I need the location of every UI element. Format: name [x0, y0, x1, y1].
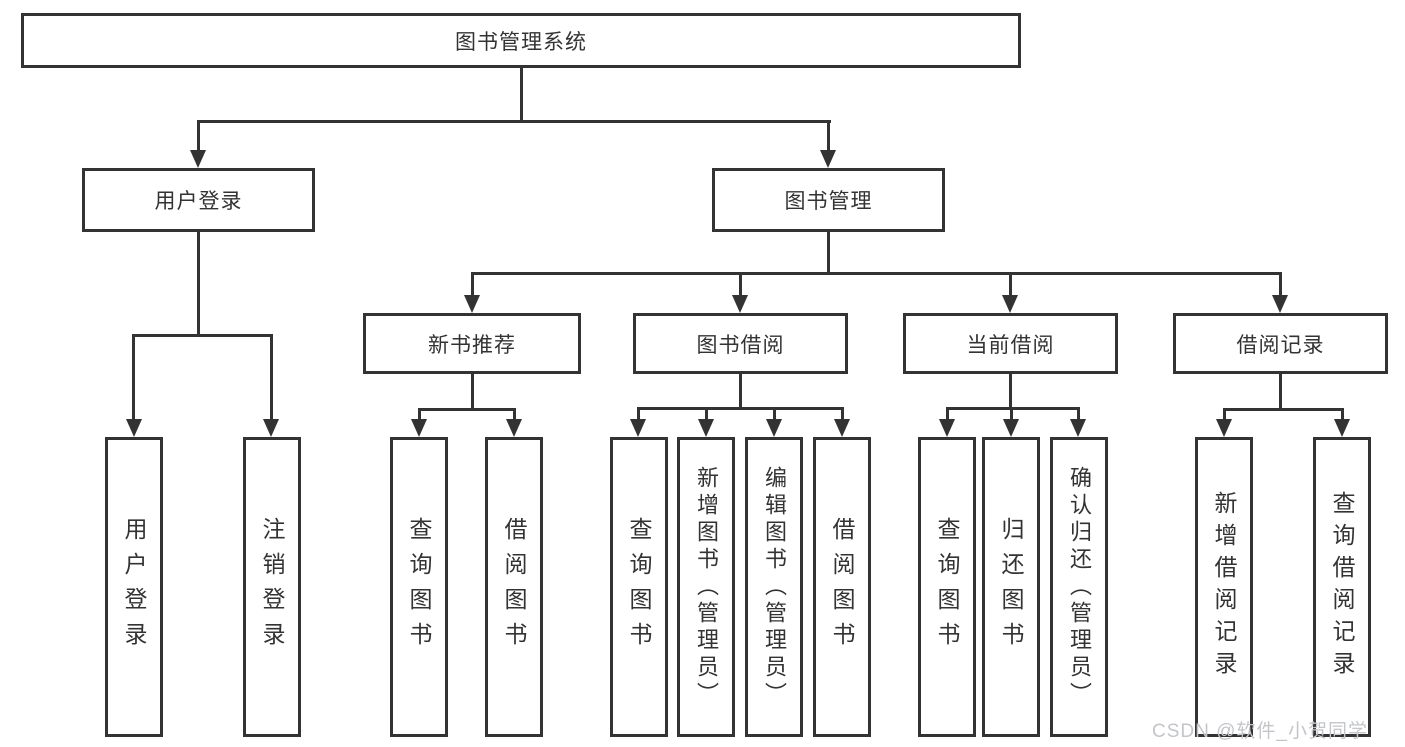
leaf-edit-books-admin: 编辑图书（管理员）: [745, 437, 803, 737]
edge-to-borrow-records: [1279, 272, 1282, 297]
arrow-to-leaf-query-record: [1334, 419, 1350, 437]
edge-to-leaf-confirm-return: [1077, 407, 1080, 421]
edge-to-leaf-edit-books: [773, 407, 776, 421]
edge-to-leaf-logout: [270, 334, 273, 421]
arrow-to-leaf-confirm-return: [1070, 419, 1086, 437]
arrow-to-borrow-records: [1272, 295, 1288, 313]
edge-borrow-records-bus: [1223, 408, 1343, 411]
arrow-to-leaf-user-login: [126, 419, 142, 437]
leaf-user-login: 用户登录: [105, 437, 163, 737]
leaf-return-books: 归还图书: [982, 437, 1040, 737]
edge-user-login-bus: [132, 334, 273, 337]
leaf-logout: 注销登录: [243, 437, 301, 737]
arrow-to-leaf-borrow-books: [834, 419, 850, 437]
leaf-add-borrow-record: 新增借阅记录: [1195, 437, 1253, 737]
edge-book-mgmt-stem: [827, 232, 830, 274]
leaf-query-books-current: 查询图书: [918, 437, 976, 737]
edge-to-new-books: [471, 272, 474, 297]
edge-to-leaf-query-new: [418, 408, 421, 421]
node-book-management: 图书管理: [712, 168, 945, 232]
node-root: 图书管理系统: [21, 13, 1021, 68]
node-user-login: 用户登录: [82, 168, 315, 232]
arrow-to-current-borrow: [1002, 295, 1018, 313]
leaf-query-borrow-record: 查询借阅记录: [1313, 437, 1371, 737]
arrow-to-leaf-logout: [263, 419, 279, 437]
arrow-to-user-login: [190, 150, 206, 168]
edge-book-borrow-bus: [637, 407, 843, 410]
edge-new-books-bus: [418, 408, 516, 411]
arrow-to-book-borrow: [732, 295, 748, 313]
edge-to-leaf-borrow-new: [513, 408, 516, 421]
edge-new-books-stem: [471, 374, 474, 410]
edge-to-leaf-return-books: [1010, 407, 1013, 421]
arrow-to-new-books: [464, 295, 480, 313]
leaf-confirm-return-admin: 确认归还（管理员）: [1050, 437, 1108, 737]
edge-to-book-borrow: [739, 272, 742, 297]
node-new-book-recommend: 新书推荐: [363, 313, 581, 374]
arrow-to-leaf-query-current: [939, 419, 955, 437]
leaf-borrow-books-new: 借阅图书: [485, 437, 543, 737]
edge-root-bus: [197, 120, 831, 123]
edge-current-borrow-stem: [1009, 374, 1012, 409]
edge-user-login-stem: [197, 232, 200, 336]
node-current-borrowing: 当前借阅: [903, 313, 1118, 374]
edge-to-leaf-query-borrow: [637, 407, 640, 421]
edge-borrow-records-stem: [1279, 374, 1282, 410]
edge-to-leaf-borrow-books: [841, 407, 844, 421]
csdn-watermark: CSDN @软件_小贺同学: [1152, 721, 1368, 742]
arrow-to-leaf-add-books: [698, 419, 714, 437]
arrow-to-leaf-return-books: [1003, 419, 1019, 437]
arrow-to-leaf-borrow-new: [506, 419, 522, 437]
node-borrowing-records: 借阅记录: [1173, 313, 1388, 374]
node-book-borrowing: 图书借阅: [633, 313, 848, 374]
edge-to-leaf-add-books: [705, 407, 708, 421]
edge-to-current-borrow: [1009, 272, 1012, 297]
edge-to-leaf-user-login: [132, 334, 135, 421]
edge-to-leaf-query-current: [946, 407, 949, 421]
arrow-to-leaf-query-borrow: [630, 419, 646, 437]
edge-to-book-mgmt: [827, 120, 830, 153]
edge-book-mgmt-bus: [471, 272, 1282, 275]
leaf-add-books-admin: 新增图书（管理员）: [677, 437, 735, 737]
leaf-query-books-new: 查询图书: [390, 437, 448, 737]
edge-to-leaf-query-record: [1341, 408, 1344, 421]
edge-to-leaf-add-record: [1223, 408, 1226, 421]
edge-book-borrow-stem: [739, 374, 742, 409]
arrow-to-leaf-add-record: [1216, 419, 1232, 437]
arrow-to-leaf-query-new: [411, 419, 427, 437]
leaf-borrow-books-borrow: 借阅图书: [813, 437, 871, 737]
edge-root-stem: [520, 68, 523, 122]
leaf-query-books-borrow: 查询图书: [610, 437, 668, 737]
edge-to-user-login: [197, 120, 200, 153]
arrow-to-leaf-edit-books: [766, 419, 782, 437]
arrow-to-book-mgmt: [820, 150, 836, 168]
